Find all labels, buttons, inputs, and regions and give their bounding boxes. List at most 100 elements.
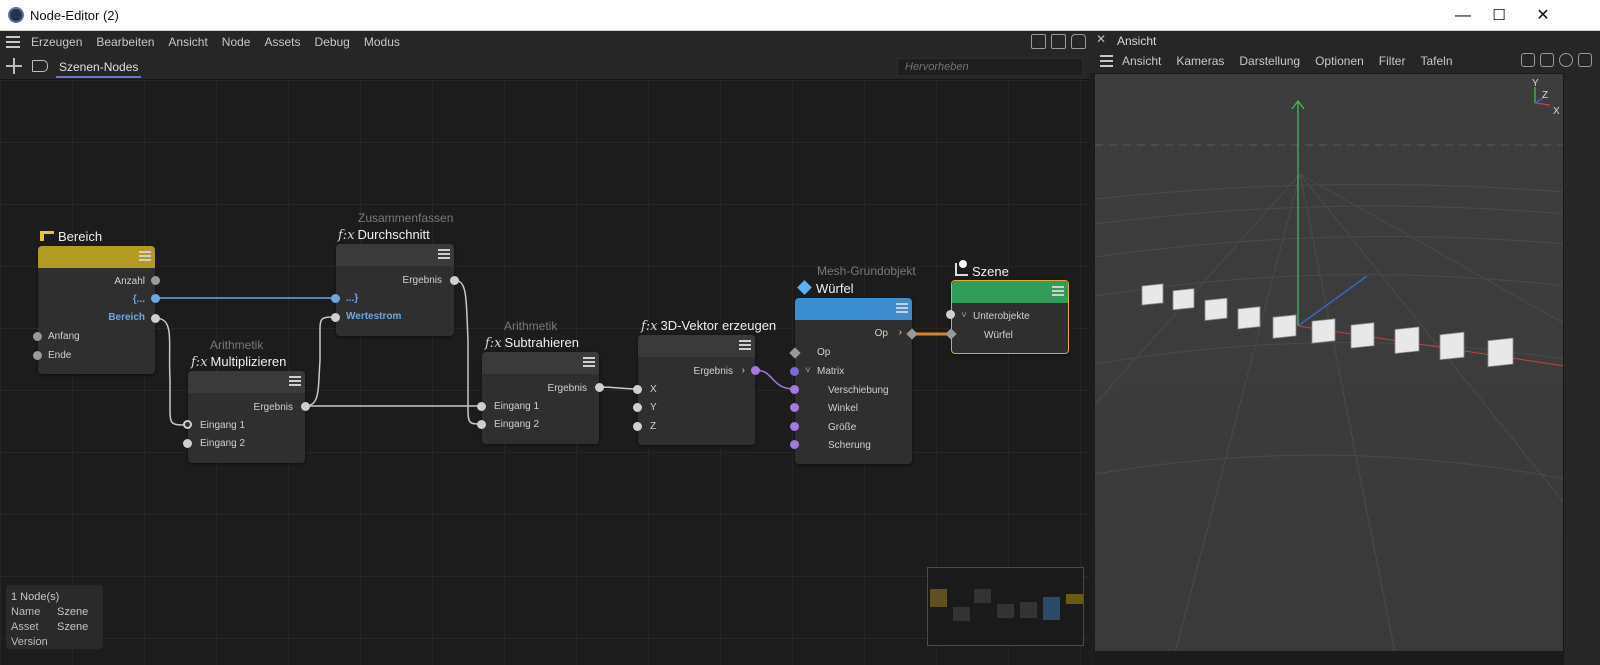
node-durchschnitt[interactable]: Ergebnis ...} Wertestrom [336, 244, 454, 336]
port-range-close: ...} [346, 293, 359, 304]
node-szene[interactable]: ˅ Unterobjekte Würfel [951, 280, 1069, 354]
cube-icon [797, 280, 812, 295]
vp-menu-optionen[interactable]: Optionen [1315, 54, 1364, 68]
dot-vec-z[interactable] [633, 422, 642, 431]
gizmo-z-label: Z [1542, 90, 1548, 101]
dot-matrix[interactable] [790, 367, 799, 376]
wire-bereich-eingang1 [154, 317, 188, 426]
node-menu-icon[interactable] [289, 376, 301, 388]
dot-sub-eingang1[interactable] [477, 402, 486, 411]
port-verschiebung: Verschiebung [828, 385, 889, 396]
minimap-node [1066, 594, 1083, 604]
menu-node[interactable]: Node [221, 35, 251, 49]
viewport-close-icon[interactable]: ✕ [1096, 32, 1107, 46]
dot-range-out[interactable] [151, 294, 160, 303]
add-tab-plus-icon[interactable] [6, 58, 22, 74]
dot-winkel[interactable] [790, 403, 799, 412]
node-wuerfel[interactable]: Op › Op ˅ Matrix Verschiebung Winkel Grö… [795, 298, 912, 464]
port-anzahl: Anzahl [114, 276, 145, 287]
dot-vec-ergebnis[interactable] [751, 366, 760, 375]
panel-right-icon[interactable] [1051, 34, 1066, 49]
node-menu-icon[interactable] [896, 303, 908, 315]
scene-icon [955, 260, 968, 276]
chevron-down-icon[interactable]: ˅ [961, 310, 967, 321]
vp-menu-filter[interactable]: Filter [1378, 54, 1406, 68]
minimize-button[interactable]: — [1455, 7, 1471, 24]
node-menu-icon[interactable] [739, 340, 751, 352]
chevron-down-icon[interactable]: ˅ [805, 365, 811, 376]
dot-scherung[interactable] [790, 440, 799, 449]
wire-avg-sub [453, 279, 483, 425]
port-anfang: Anfang [48, 331, 80, 342]
node-menu-icon[interactable] [583, 357, 595, 369]
vp-menu-kameras[interactable]: Kameras [1176, 54, 1225, 68]
port-winkel: Winkel [828, 403, 859, 414]
dot-mult-eingang2[interactable] [183, 439, 192, 448]
lock-icon[interactable] [1071, 34, 1086, 49]
menu-erzeugen[interactable]: Erzeugen [31, 35, 83, 49]
node-3d-vektor[interactable]: Ergebnis › X Y Z [638, 335, 755, 445]
node-multiplizieren[interactable]: Ergebnis Eingang 1 Eingang 2 [188, 371, 305, 463]
dot-mult-ergebnis[interactable] [301, 402, 310, 411]
port-wertestrom: Wertestrom [346, 311, 402, 322]
vp-menu-tafeln[interactable]: Tafeln [1420, 54, 1453, 68]
node-minimap[interactable] [927, 567, 1084, 646]
dot-vec-x[interactable] [633, 385, 642, 394]
panel-divider[interactable] [1090, 53, 1094, 665]
dot-sub-eingang2[interactable] [477, 420, 486, 429]
port-groesse: Größe [828, 422, 857, 433]
port-ergebnis: Ergebnis [402, 275, 442, 286]
node-menu-icon[interactable] [139, 251, 151, 263]
maximize-button[interactable]: ☐ [1492, 7, 1506, 24]
minimap-node [997, 604, 1014, 618]
tab-szenen-nodes[interactable]: Szenen-Nodes [56, 58, 142, 78]
function-icon: f:x [485, 336, 502, 351]
node-canvas[interactable]: Bereich Anzahl {... Bereich Anfang Ende … [0, 80, 1090, 665]
menu-assets[interactable]: Assets [264, 35, 301, 49]
dot-unterobjekte[interactable] [946, 310, 955, 319]
gizmo-x-label: X [1553, 106, 1560, 117]
minimap-node [1043, 597, 1060, 620]
port-unterobjekte: Unterobjekte [973, 311, 1030, 322]
panel-left-icon[interactable] [1031, 34, 1046, 49]
node-subtrahieren[interactable]: Ergebnis Eingang 1 Eingang 2 [482, 352, 599, 444]
vp-menu-ansicht[interactable]: Ansicht [1122, 54, 1162, 68]
node-editor-tabbar: Szenen-Nodes [0, 53, 1112, 80]
viewport-title: Ansicht [1117, 34, 1157, 48]
hand-pan-icon[interactable] [1521, 53, 1535, 67]
maximize-view-icon[interactable] [1578, 53, 1592, 67]
dot-groesse[interactable] [790, 422, 799, 431]
menu-debug[interactable]: Debug [314, 35, 350, 49]
tag-icon[interactable] [32, 60, 48, 72]
dot-verschiebung[interactable] [790, 385, 799, 394]
move-arrows-icon[interactable] [1540, 53, 1554, 67]
menu-modus[interactable]: Modus [363, 35, 400, 49]
node-bereich[interactable]: Anzahl {... Bereich Anfang Ende [38, 246, 155, 374]
dot-mult-eingang1[interactable] [183, 420, 192, 429]
dot-range-in[interactable] [331, 294, 340, 303]
dot-ende[interactable] [33, 351, 42, 360]
dot-anzahl[interactable] [151, 276, 160, 285]
node-sub-subtitle: Arithmetik [504, 319, 558, 333]
node-menu-icon[interactable] [1052, 286, 1064, 298]
menu-bearbeiten[interactable]: Bearbeiten [96, 35, 155, 49]
node-menu-icon[interactable] [438, 249, 450, 261]
highlight-search-input[interactable] [897, 58, 1083, 76]
hamburger-menu-icon[interactable] [6, 36, 20, 48]
dot-avg-ergebnis[interactable] [450, 276, 459, 285]
dot-bereich-out[interactable] [151, 314, 160, 323]
3d-viewport[interactable]: Y Z X [1094, 73, 1564, 652]
dot-wertestrom[interactable] [331, 313, 340, 322]
node-wuerfel-title: Würfel [797, 280, 854, 296]
dot-anfang[interactable] [33, 332, 42, 341]
menu-ansicht[interactable]: Ansicht [168, 35, 208, 49]
rotate-icon[interactable] [1559, 53, 1573, 67]
dot-sub-ergebnis[interactable] [595, 383, 604, 392]
vp-menu-darstellung[interactable]: Darstellung [1239, 54, 1301, 68]
function-icon: f:x [338, 228, 355, 243]
close-button[interactable]: ✕ [1536, 7, 1550, 24]
hamburger-menu-icon[interactable] [1100, 55, 1113, 67]
dot-vec-y[interactable] [633, 403, 642, 412]
